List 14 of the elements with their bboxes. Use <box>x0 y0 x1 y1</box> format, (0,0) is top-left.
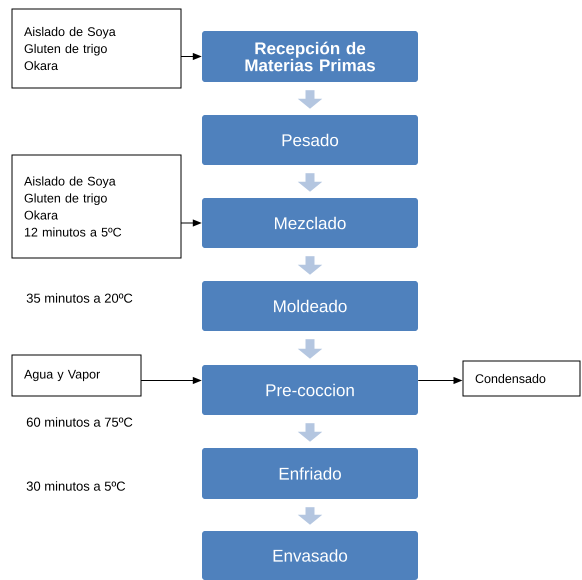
process-box: Moldeado <box>202 281 418 331</box>
input-box: Aislado de Soya Gluten de trigo Okara 12 minutos a 5ºC <box>12 154 182 258</box>
condition-note: 30 minutos a 5ºC <box>26 481 126 491</box>
process-box: Envasado <box>202 531 418 580</box>
input-box: Condensado <box>462 360 580 396</box>
process-box: Pesado <box>202 115 418 165</box>
process-box: Recepción de Materias Primas <box>202 31 418 82</box>
input-box: Agua y Vapor <box>12 354 142 396</box>
condition-note: 60 minutos a 75ºC <box>26 417 132 427</box>
process-box: Enfriado <box>202 448 418 499</box>
process-box: Pre-coccion <box>202 365 418 415</box>
input-box: Aislado de Soya Gluten de trigo Okara <box>12 8 182 88</box>
condition-note: 35 minutos a 20ºC <box>26 293 132 303</box>
process-box: Mezclado <box>202 198 418 248</box>
